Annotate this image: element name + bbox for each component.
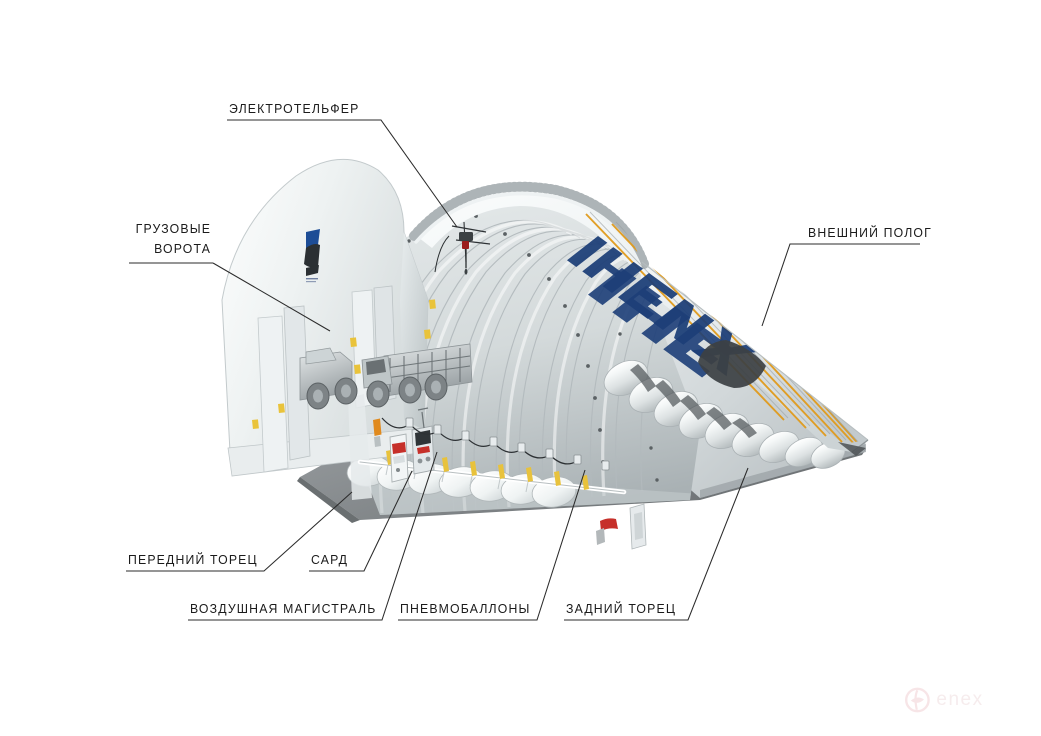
front-end-logo-badge: [304, 229, 320, 283]
enex-watermark-text: enex: [936, 689, 984, 710]
callout-label-vneshniy-polog: ВНЕШНИЙ ПОЛОГ: [808, 225, 932, 240]
callout-leader-vneshniy-polog: [761, 243, 806, 327]
callout-label-sard: САРД: [311, 552, 349, 567]
callout-label-elektrotelfer: ЭЛЕКТРОТЕЛЬФЕР: [229, 101, 360, 116]
callout-leader-gruzovye-vorota: [212, 262, 331, 332]
callout-leader-vozdushnaya-magistral: [366, 451, 438, 621]
vehicle-group: [299, 343, 473, 410]
pneumatic-arch-tubes: [346, 360, 846, 508]
callout-leader-peredniy-torets: [248, 491, 353, 572]
enex-watermark: enex: [904, 687, 983, 713]
callout-leader-sard: [350, 470, 413, 572]
electrical-festoon-cable: [381, 417, 610, 471]
electric-hoist: [434, 221, 491, 275]
callout-leader-elektrotelfer: [361, 119, 458, 228]
truck-left: [299, 347, 358, 410]
enex-logo-icon: [904, 687, 930, 713]
callout-leader-lines: [126, 119, 920, 621]
sard-control-cabinets: [373, 407, 435, 483]
callout-label-peredniy-torets: ПЕРЕДНИЙ ТОРЕЦ: [128, 552, 258, 567]
callout-leader-zadniy-torets: [672, 467, 749, 621]
callout-leader-pnevmoballony: [521, 469, 586, 621]
callout-label-pnevmoballony: ПНЕВМОБАЛЛОНЫ: [400, 601, 531, 616]
truck-right: [361, 343, 473, 408]
callout-label-gruzovye-vorota: ГРУЗОВЫЕ ВОРОТА: [135, 221, 211, 256]
callout-label-vozdushnaya-magistral: ВОЗДУШНАЯ МАГИСТРАЛЬ: [190, 601, 377, 616]
callout-label-zadniy-torets: ЗАДНИЙ ТОРЕЦ: [566, 601, 677, 616]
